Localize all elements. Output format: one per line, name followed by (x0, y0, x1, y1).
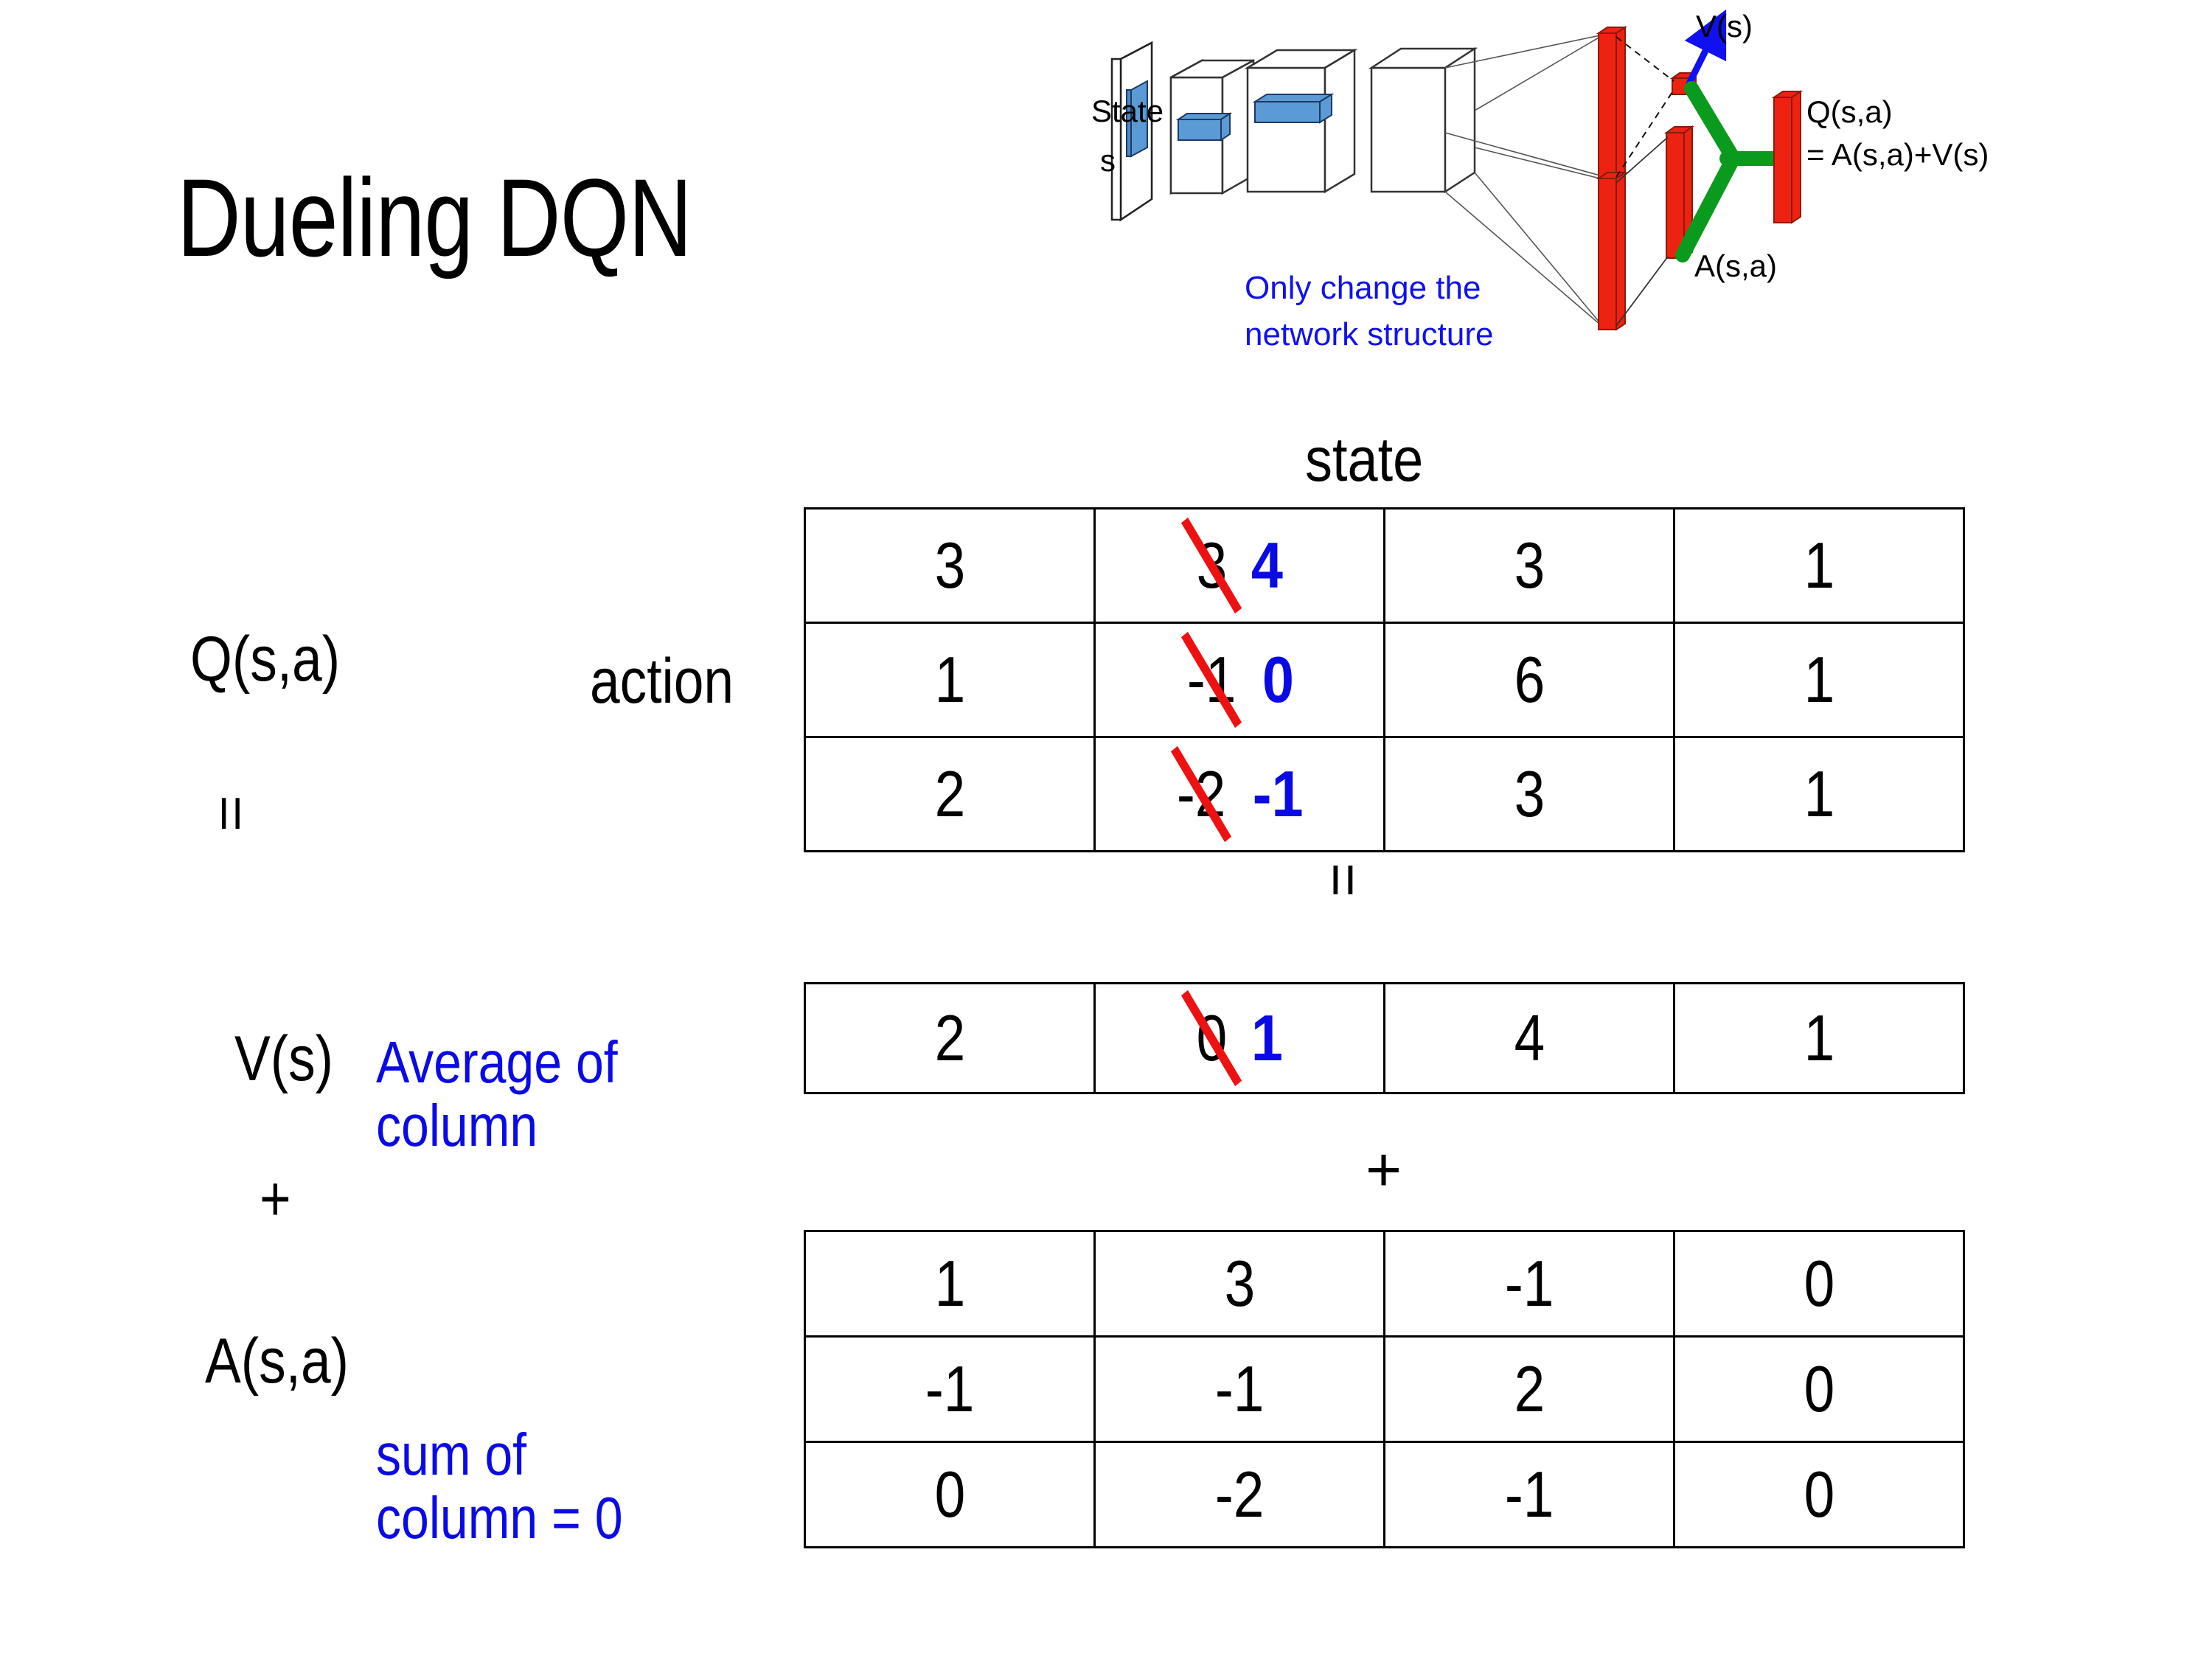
a-cell-r2c0[interactable]: 0 (804, 1441, 1096, 1548)
equals-sign-between-q-and-v: = (1311, 863, 1377, 897)
a-output-label: A(s,a) (1694, 248, 1777, 283)
a-cell-r2c1[interactable]: -2 (1093, 1441, 1385, 1548)
plus-sign-left: + (260, 1164, 291, 1234)
combine-connector-shape (1675, 81, 1784, 262)
a-cell-r1c0[interactable]: -1 (804, 1335, 1096, 1443)
a-matrix-label: A(s,a) (205, 1326, 349, 1397)
axis-label-action: action (590, 646, 734, 717)
a-cell-r0c3[interactable]: 0 (1673, 1230, 1965, 1338)
v-cell-r0c3[interactable]: 1 (1673, 982, 1965, 1094)
v-value-table: 2 0 1 4 1 (804, 982, 1965, 1094)
q-cell-r0c3[interactable]: 1 (1673, 507, 1965, 624)
table-row: 2 0 1 4 1 (804, 982, 1965, 1094)
corrected-value: 3 4 (1181, 517, 1285, 614)
q-cell-r2c0[interactable]: 2 (804, 736, 1096, 852)
average-note-line2: column (376, 1093, 538, 1159)
sum-note-line2: column = 0 (376, 1485, 623, 1551)
table-row: 1 -1 0 6 1 (804, 622, 1965, 738)
q-cell-r2c2[interactable]: 3 (1383, 736, 1675, 852)
network-note-line2: network structure (1245, 316, 1493, 352)
a-cell-r1c2[interactable]: 2 (1383, 1335, 1675, 1443)
state-input-label: State (1091, 94, 1164, 128)
value-dashed-lines (1615, 36, 1674, 178)
plus-sign-between-v-and-a: + (1366, 1135, 1402, 1204)
q-matrix-label: Q(s,a) (190, 624, 341, 695)
table-row: -1 -1 2 0 (804, 1335, 1965, 1443)
input-patch-shape (1126, 80, 1148, 158)
q-output-label-line2: = A(s,a)+V(s) (1806, 137, 1989, 172)
v-output-arrow (1684, 9, 1727, 87)
table-row: 0 -2 -1 0 (804, 1441, 1965, 1548)
q-cell-r1c1[interactable]: -1 0 (1093, 622, 1385, 738)
v-matrix-label: V(s) (234, 1023, 333, 1094)
new-value: -1 (1252, 757, 1304, 830)
table-row: 1 3 -1 0 (804, 1230, 1965, 1338)
q-cell-r1c0[interactable]: 1 (804, 622, 1096, 738)
old-value-struck: 3 (1181, 517, 1242, 614)
q-output-label-line1: Q(s,a) (1806, 94, 1893, 129)
conv-patch-1-shape (1175, 112, 1233, 142)
equals-sign-left: = (201, 795, 261, 832)
a-cell-r2c2[interactable]: -1 (1383, 1441, 1675, 1548)
old-value-struck: -2 (1170, 745, 1231, 843)
q-cell-r2c1[interactable]: -2 -1 (1093, 736, 1385, 852)
v-output-label: V(s) (1696, 9, 1753, 44)
q-cell-r0c2[interactable]: 3 (1383, 507, 1675, 624)
sum-note-line1: sum of (376, 1422, 527, 1487)
conv-block-2-shape (1244, 48, 1358, 194)
v-cell-r0c0[interactable]: 2 (804, 982, 1096, 1094)
state-input-symbol: s (1100, 143, 1116, 178)
page-title: Dueling DQN (177, 156, 692, 279)
new-value: 4 (1251, 529, 1284, 602)
network-note-line1: Only change the (1245, 270, 1481, 306)
a-cell-r0c0[interactable]: 1 (804, 1230, 1096, 1338)
v-cell-r0c2[interactable]: 4 (1383, 982, 1675, 1094)
q-cell-r1c3[interactable]: 1 (1673, 622, 1965, 738)
q-cell-r2c3[interactable]: 1 (1673, 736, 1965, 852)
average-of-column-note: Average of column (376, 1029, 618, 1159)
a-value-table: 1 3 -1 0 -1 -1 2 0 0 -2 -1 (804, 1230, 1965, 1548)
q-cell-r1c2[interactable]: 6 (1383, 622, 1675, 738)
new-value: 0 (1262, 643, 1294, 716)
old-value-struck: -1 (1181, 631, 1242, 728)
a-cell-r1c1[interactable]: -1 (1093, 1335, 1385, 1443)
table-row: 2 -2 -1 3 1 (804, 736, 1965, 852)
value-stream-bar-shape (1596, 26, 1628, 182)
corrected-value: 0 1 (1181, 990, 1285, 1087)
corrected-value: -1 0 (1181, 631, 1295, 728)
conv-block-3-shape (1368, 46, 1478, 194)
connection-lines (1444, 35, 1601, 325)
conv-patch-2-shape (1252, 93, 1335, 124)
advantage-solid-lines (1615, 136, 1669, 327)
q-cell-r0c0[interactable]: 3 (804, 507, 1096, 624)
a-cell-r0c1[interactable]: 3 (1093, 1230, 1385, 1338)
a-cell-r2c3[interactable]: 0 (1673, 1441, 1965, 1548)
q-cell-r0c1[interactable]: 3 4 (1093, 507, 1385, 624)
table-row: 3 3 4 3 1 (804, 507, 1965, 624)
average-note-line1: Average of (376, 1029, 618, 1095)
v-cell-r0c1[interactable]: 0 1 (1093, 982, 1385, 1094)
sum-of-column-note: sum of column = 0 (376, 1422, 623, 1551)
axis-label-state: state (1305, 425, 1424, 494)
a-cell-r0c2[interactable]: -1 (1383, 1230, 1675, 1338)
dueling-network-diagram: State s Only change the network structur… (1084, 7, 2197, 406)
advantage-stream-bar-shape (1596, 171, 1628, 331)
corrected-value: -2 -1 (1170, 745, 1307, 843)
q-value-table: 3 3 4 3 1 1 -1 0 6 1 (804, 507, 1965, 852)
a-cell-r1c3[interactable]: 0 (1673, 1335, 1965, 1443)
q-output-bar-shape (1771, 90, 1804, 224)
old-value-struck: 0 (1181, 990, 1242, 1087)
new-value: 1 (1251, 1001, 1284, 1074)
